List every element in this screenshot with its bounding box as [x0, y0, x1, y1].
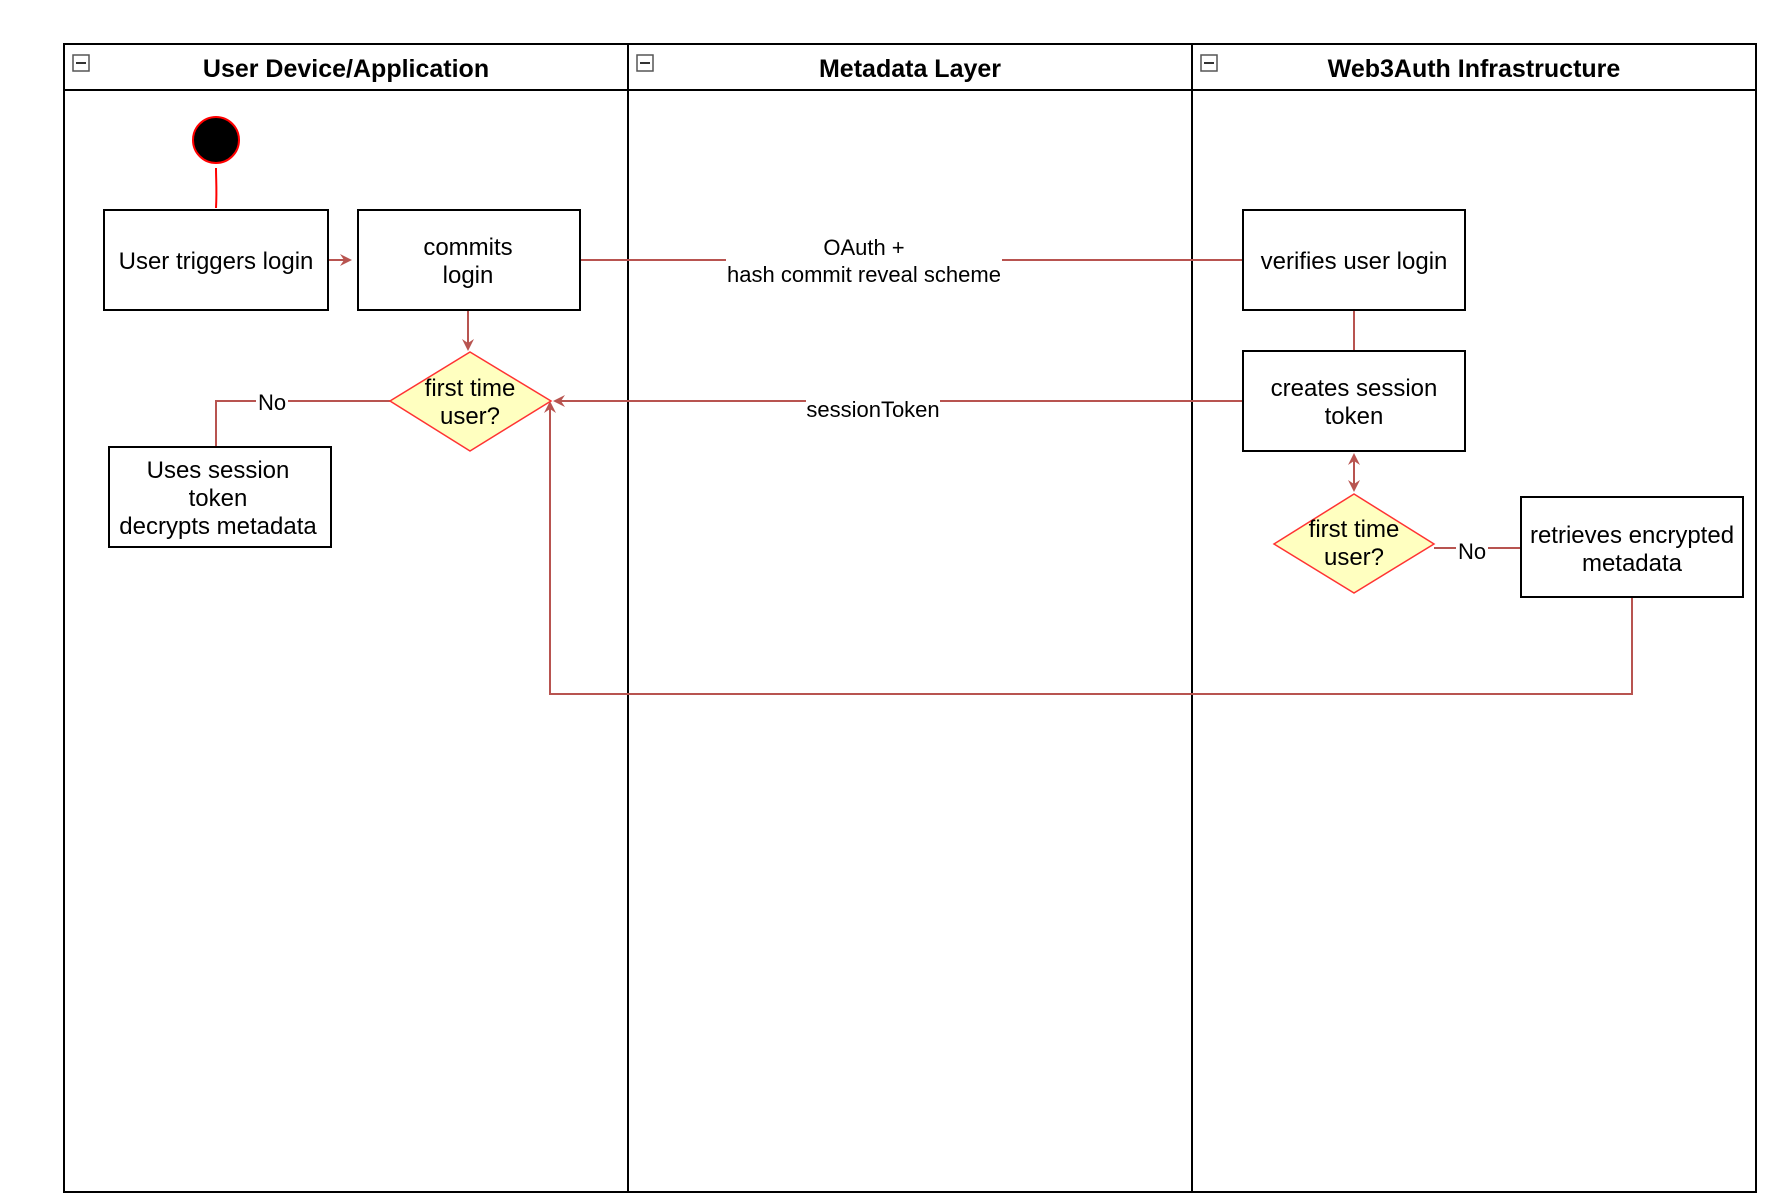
edge-decision-client-no [215, 400, 390, 446]
start-node[interactable] [192, 116, 240, 164]
node-uses-session-token[interactable]: Uses session token decrypts metadata [108, 446, 332, 548]
edge-label-oauth-line-1: OAuth + [823, 235, 904, 260]
edge-label-no-infra: No [1456, 539, 1488, 564]
edge-label-session-token-text: sessionToken [806, 397, 939, 422]
edge-label-no-client: No [256, 390, 288, 415]
edge-label-oauth: OAuth + hash commit reveal scheme [726, 232, 1002, 288]
node-retrieves-encrypted-metadata[interactable]: retrieves encrypted metadata [1520, 496, 1744, 598]
lane-metadata-layer-border [627, 43, 1193, 1193]
node-verifies-user-login-text: verifies user login [1261, 248, 1448, 275]
node-user-triggers-login-text: User triggers login [119, 248, 314, 275]
decision-first-time-user-infra-line-1: first time [1309, 516, 1400, 543]
node-user-triggers-login[interactable]: User triggers login [103, 209, 329, 311]
node-uses-session-token-line-1: Uses session [147, 457, 290, 484]
edge-label-session-token: sessionToken [806, 392, 940, 422]
decision-first-time-user-client-line-1: first time [425, 375, 516, 402]
node-creates-session-token[interactable]: creates session token [1242, 350, 1466, 452]
node-uses-session-token-line-2: token [189, 485, 248, 512]
node-retrieves-encrypted-metadata-line-2: metadata [1582, 550, 1683, 577]
collapse-icon[interactable] [72, 54, 90, 72]
decision-first-time-user-infra[interactable]: first time user? [1272, 493, 1436, 594]
edge-label-oauth-line-2: hash commit reveal scheme [727, 262, 1001, 287]
edge-retrieve-to-decision-client [544, 401, 1633, 695]
node-creates-session-token-line-2: token [1325, 403, 1384, 430]
lane-web3auth-infrastructure: Web3Auth Infrastructure [1191, 43, 1757, 1193]
node-commits-login[interactable]: commits login [357, 209, 581, 311]
node-retrieves-encrypted-metadata-line-1: retrieves encrypted [1530, 522, 1734, 549]
node-creates-session-token-line-1: creates session [1271, 375, 1438, 402]
edge-label-no-infra-text: No [1458, 539, 1486, 564]
collapse-icon[interactable] [1200, 54, 1218, 72]
lane-web3auth-infrastructure-border [1191, 43, 1757, 1193]
lane-user-device-title: User Device/Application [203, 55, 489, 83]
lane-metadata-layer: Metadata Layer [627, 43, 1193, 1193]
node-verifies-user-login[interactable]: verifies user login [1242, 209, 1466, 311]
edge-label-no-client-text: No [258, 390, 286, 415]
node-commits-login-line-1: commits [423, 234, 512, 261]
node-uses-session-token-line-3: decrypts metadata [119, 513, 317, 540]
collapse-icon[interactable] [636, 54, 654, 72]
decision-first-time-user-client-line-2: user? [440, 403, 500, 430]
lane-web3auth-infrastructure-title: Web3Auth Infrastructure [1328, 55, 1621, 83]
decision-first-time-user-infra-line-2: user? [1324, 544, 1384, 571]
decision-first-time-user-client[interactable]: first time user? [388, 351, 553, 452]
lane-metadata-layer-title: Metadata Layer [819, 55, 1001, 83]
node-commits-login-line-2: login [443, 262, 494, 289]
